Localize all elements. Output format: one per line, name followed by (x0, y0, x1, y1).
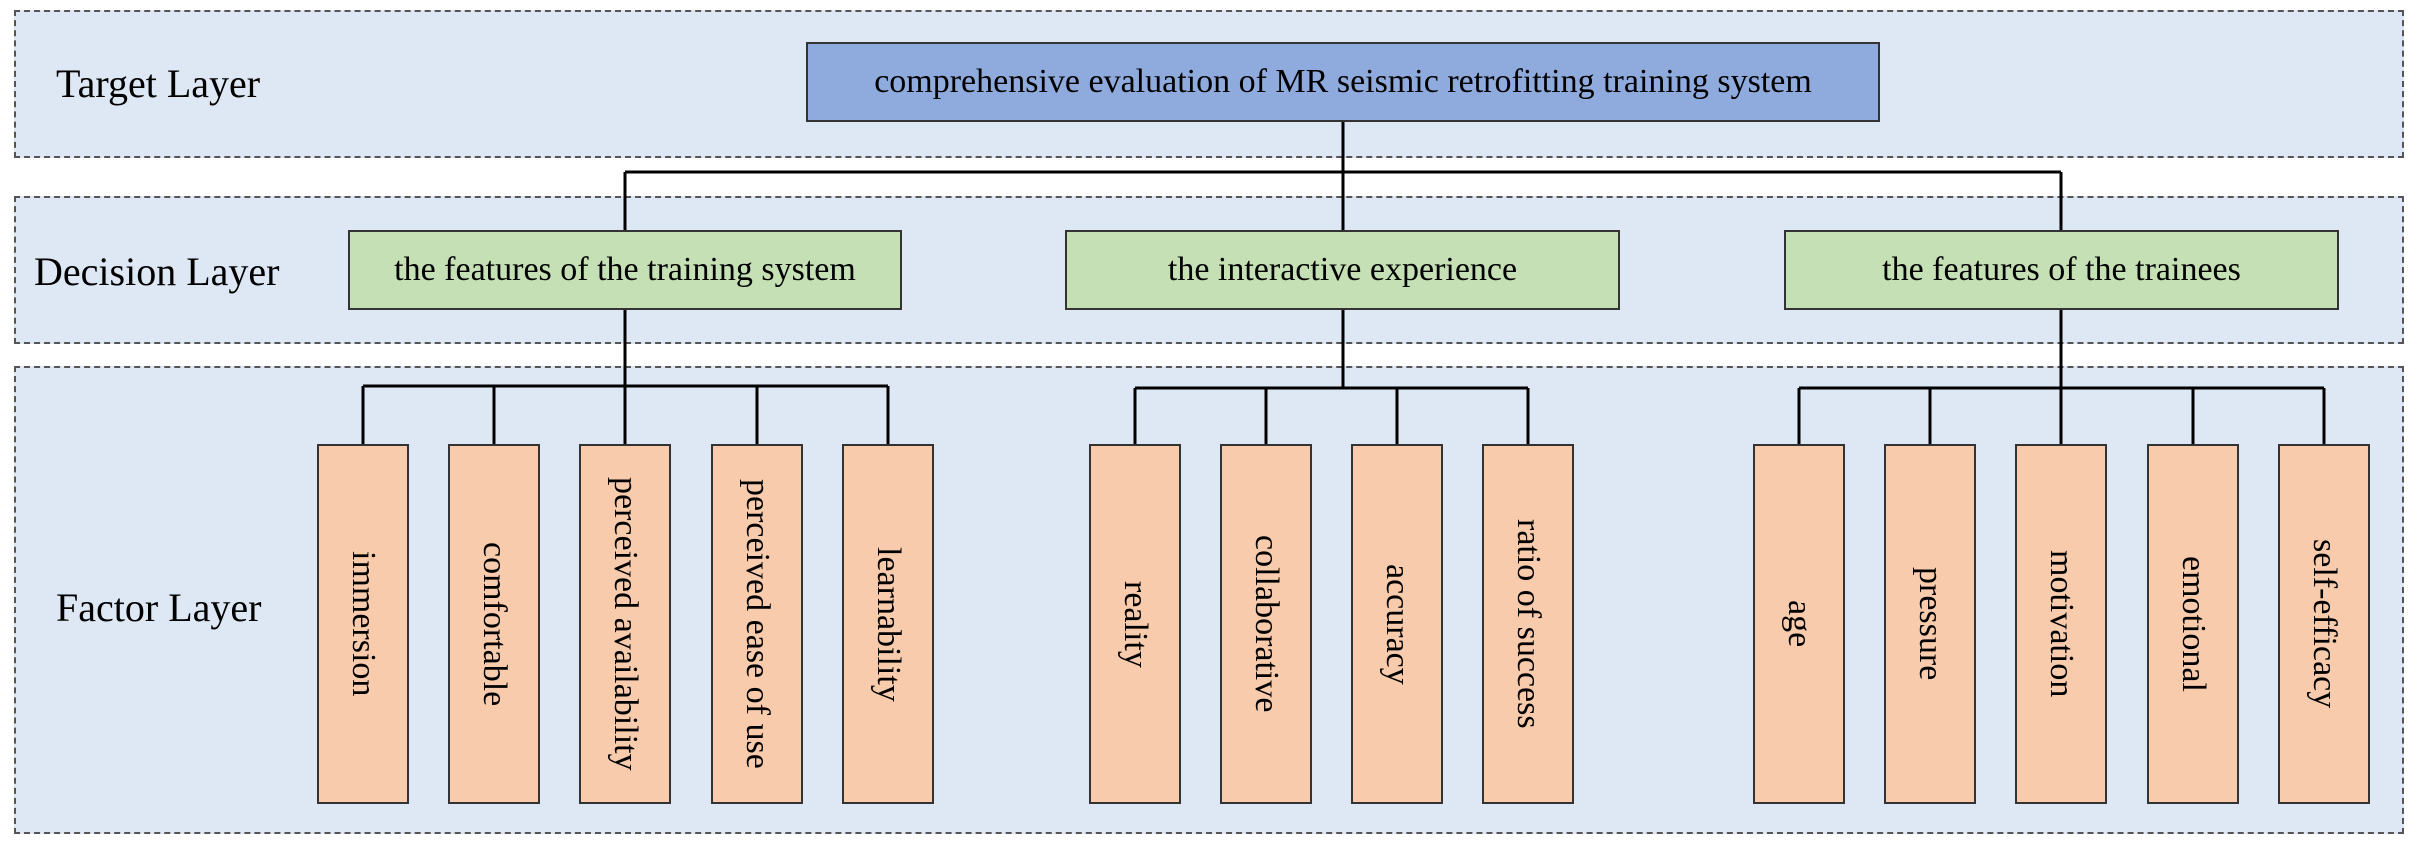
factor-node-label: comfortable (476, 541, 513, 707)
factor-node-self-efficacy: self-efficacy (2278, 444, 2370, 804)
factor-node-motivation: motivation (2015, 444, 2107, 804)
factor-node-label: perceived availability (607, 477, 644, 771)
decision-layer-label: Decision Layer (34, 249, 280, 294)
factor-node-label: self-efficacy (2306, 539, 2343, 709)
factor-node-pressure: pressure (1884, 444, 1976, 804)
factor-node-age: age (1753, 444, 1845, 804)
factor-node-perceived-ease-of-use: perceived ease of use (711, 444, 803, 804)
factor-node-label: learnability (870, 546, 907, 702)
factor-node-label: ratio of success (1510, 519, 1547, 729)
factor-node-label: motivation (2043, 550, 2080, 698)
factor-node-label: accuracy (1379, 563, 1416, 685)
factor-node-learnability: learnability (842, 444, 934, 804)
factor-layer-label: Factor Layer (56, 585, 262, 630)
decision-node-interactive-experience: the interactive experience (1065, 230, 1620, 310)
factor-node-accuracy: accuracy (1351, 444, 1443, 804)
factor-node-reality: reality (1089, 444, 1181, 804)
factor-layer-band (14, 366, 2404, 834)
decision-node-label: the features of the trainees (1882, 251, 2241, 288)
decision-node-trainees: the features of the trainees (1784, 230, 2339, 310)
factor-node-label: reality (1117, 580, 1154, 668)
factor-node-label: perceived ease of use (739, 479, 776, 769)
factor-node-emotional: emotional (2147, 444, 2239, 804)
factor-node-label: immersion (345, 551, 382, 697)
factor-node-label: emotional (2175, 556, 2212, 692)
decision-node-label: the interactive experience (1167, 251, 1518, 288)
factor-node-collaborative: collaborative (1220, 444, 1312, 804)
target-layer-label: Target Layer (56, 61, 261, 106)
factor-node-label: collaborative (1248, 535, 1285, 713)
factor-node-immersion: immersion (317, 444, 409, 804)
factor-node-ratio-of-success: ratio of success (1482, 444, 1574, 804)
target-node-label: comprehensive evaluation of MR seismic r… (874, 63, 1812, 100)
decision-node-training-system: the features of the training system (348, 230, 902, 310)
factor-node-label: pressure (1912, 567, 1949, 681)
decision-node-label: the features of the training system (394, 251, 856, 288)
factor-node-comfortable: comfortable (448, 444, 540, 804)
target-node: comprehensive evaluation of MR seismic r… (806, 42, 1880, 122)
factor-node-label: age (1781, 600, 1818, 648)
factor-node-perceived-availability: perceived availability (579, 444, 671, 804)
